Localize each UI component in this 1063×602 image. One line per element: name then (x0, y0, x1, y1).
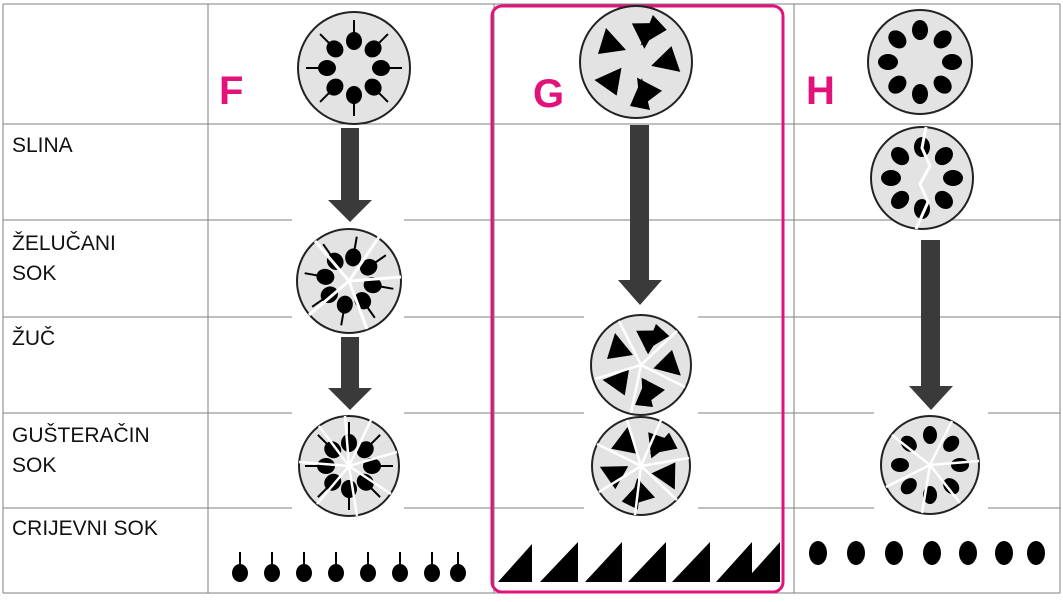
disc-h-slina (870, 126, 974, 230)
column-letter-g: G (533, 72, 565, 116)
disc-g-intact (579, 5, 693, 119)
free-pins-f (231, 551, 467, 583)
column-letter-h: H (806, 69, 835, 113)
row-label-zuc: ŽUČ (12, 327, 56, 350)
disc-h-intact (867, 9, 973, 115)
arrow-h-1 (909, 240, 953, 410)
free-ovals-h (809, 541, 1045, 565)
disc-f-intact (297, 11, 411, 125)
disc-h-gust (880, 415, 980, 515)
table-grid (2, 3, 1061, 594)
arrows (328, 125, 953, 410)
disc-f-zeluc (296, 228, 402, 334)
free-triangles-g (498, 542, 780, 582)
row-label-crijevni-sok: CRIJEVNI SOK (12, 517, 158, 540)
arrow-f-1 (328, 128, 372, 222)
disc-g-gust (591, 416, 691, 516)
row-label-gusteracin-sok: GUŠTERAČIN SOK (12, 424, 150, 477)
row-label-zelucani-sok: ŽELUČANI SOK (12, 232, 116, 285)
column-letter-f: F (219, 69, 244, 113)
disc-g-zuc (590, 314, 692, 416)
row-label-slina: SLINA (12, 134, 73, 157)
disc-f-gust (298, 415, 400, 517)
arrow-f-2 (328, 337, 372, 410)
arrow-g-1 (618, 125, 662, 305)
